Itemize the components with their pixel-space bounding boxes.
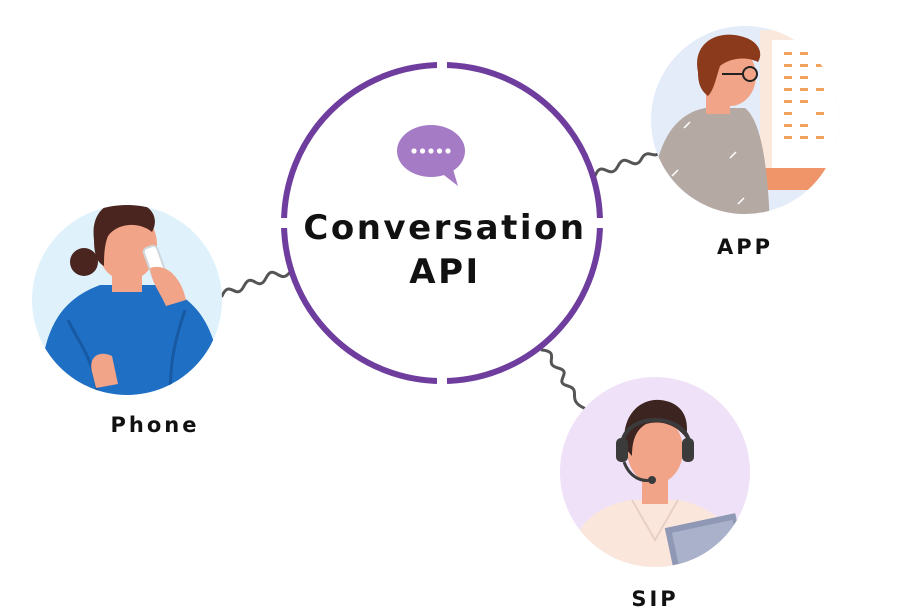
connector-app bbox=[593, 150, 662, 178]
connector-sip bbox=[540, 348, 586, 410]
phone-node bbox=[32, 205, 222, 395]
connectors bbox=[220, 150, 662, 410]
conversation-api-hub bbox=[279, 60, 605, 386]
connector-phone bbox=[220, 270, 292, 298]
man-at-computer-illustration bbox=[651, 30, 839, 214]
hub-title-line1: Conversation bbox=[303, 208, 587, 248]
woman-on-phone-illustration bbox=[40, 205, 222, 395]
app-node bbox=[651, 26, 839, 214]
phone-label: Phone bbox=[110, 413, 200, 437]
chat-bubble-icon bbox=[397, 125, 465, 186]
app-label: APP bbox=[716, 235, 774, 259]
hub-title-line2: API bbox=[409, 252, 481, 292]
sip-label: SIP bbox=[631, 587, 679, 611]
sip-node bbox=[560, 377, 750, 567]
